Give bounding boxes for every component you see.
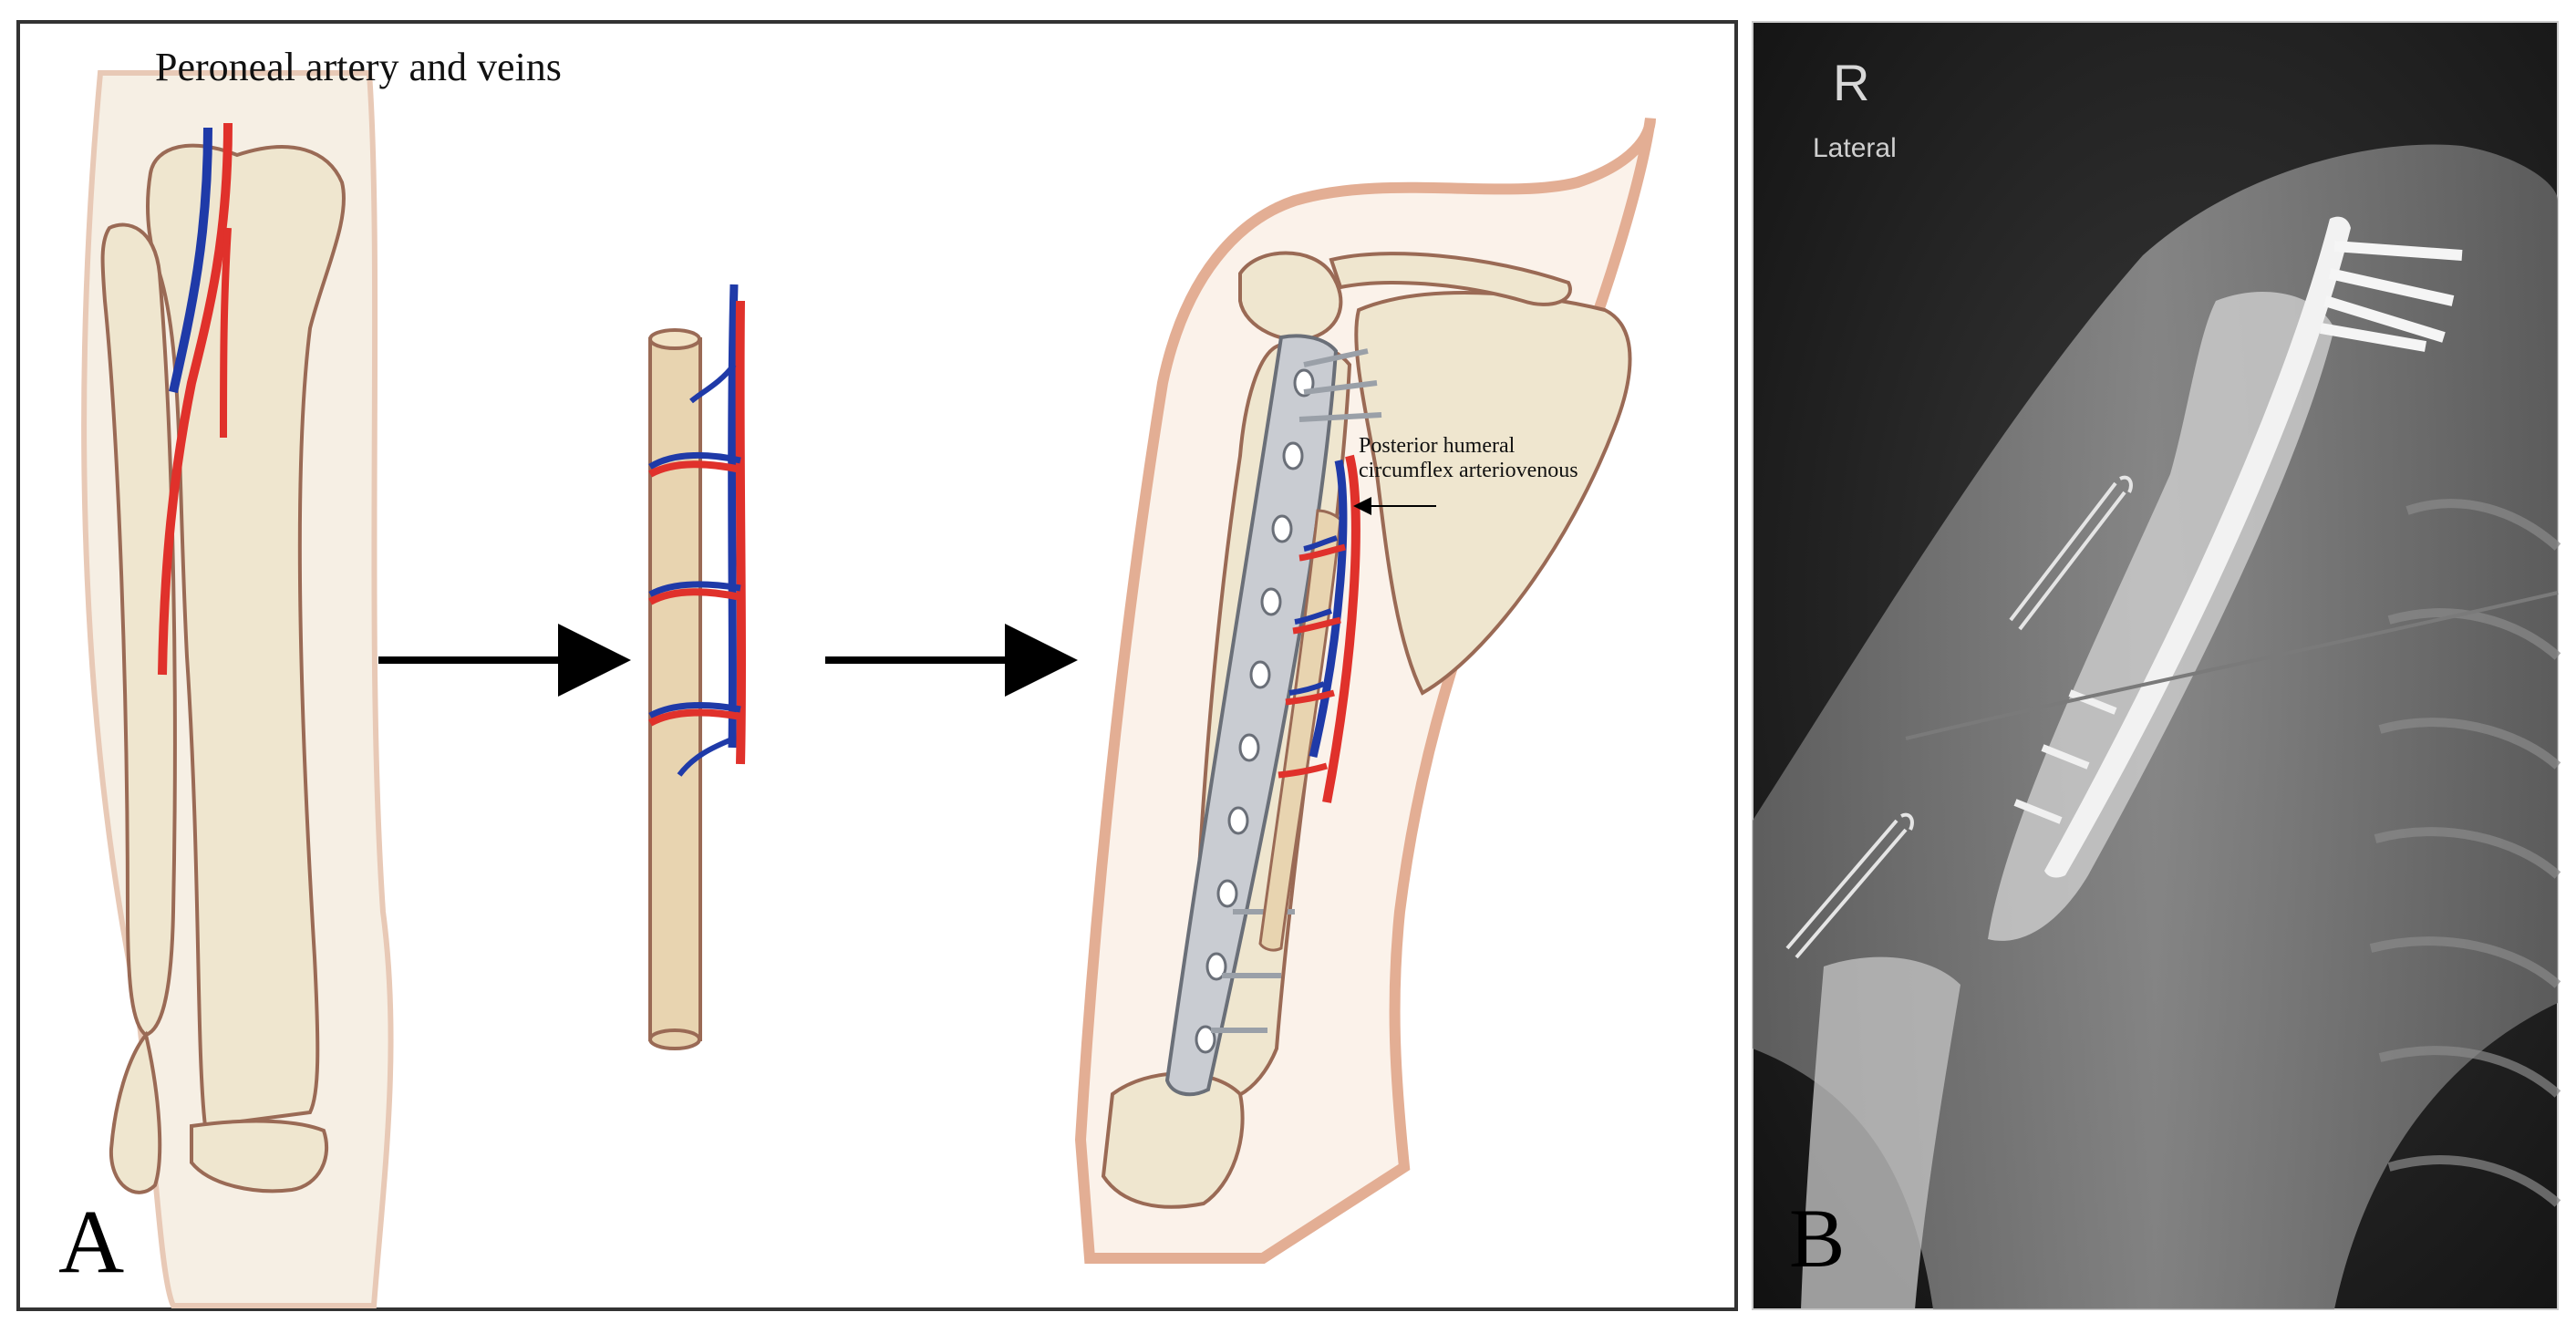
clavicle bbox=[1329, 252, 1572, 306]
panel-a-label: A bbox=[58, 1191, 125, 1292]
xray-plate bbox=[2044, 216, 2351, 878]
xray-side-marker: R bbox=[1833, 54, 1870, 111]
fibula-graft bbox=[648, 284, 746, 1050]
xray-safety-pin-1 bbox=[2009, 475, 2133, 631]
peroneal-vessels-label: Peroneal artery and veins bbox=[155, 45, 562, 89]
xray-humerus bbox=[1988, 292, 2334, 941]
panel-b-label: B bbox=[1789, 1192, 1846, 1285]
humeral-head bbox=[1238, 251, 1343, 342]
peroneal-vein bbox=[169, 127, 212, 394]
leg-illustration bbox=[81, 70, 394, 1308]
shoulder-illustration bbox=[1074, 118, 1656, 1264]
xray-safety-pin-2 bbox=[1785, 812, 1914, 959]
ankle-bone bbox=[190, 1119, 329, 1194]
peroneal-branch bbox=[220, 227, 232, 439]
posterior-humeral-circumflex-label: Posterior humeral circumflex arterioveno… bbox=[1359, 434, 1578, 483]
graft-vein bbox=[728, 284, 739, 749]
phca-label-line2: circumflex arteriovenous bbox=[1359, 459, 1578, 482]
graft-artery bbox=[735, 300, 746, 765]
humerus-distal bbox=[1101, 1071, 1245, 1209]
fibula-lower bbox=[109, 1030, 162, 1194]
humeral-artery bbox=[1322, 454, 1360, 803]
phca-label-line1: Posterior humeral bbox=[1359, 434, 1516, 458]
xray-view-label: Lateral bbox=[1813, 133, 1897, 163]
peroneal-artery bbox=[158, 122, 233, 676]
xray-forearm bbox=[1801, 956, 1960, 1309]
humeral-vein bbox=[1309, 460, 1348, 759]
panel-b-xray bbox=[1752, 21, 2561, 1310]
